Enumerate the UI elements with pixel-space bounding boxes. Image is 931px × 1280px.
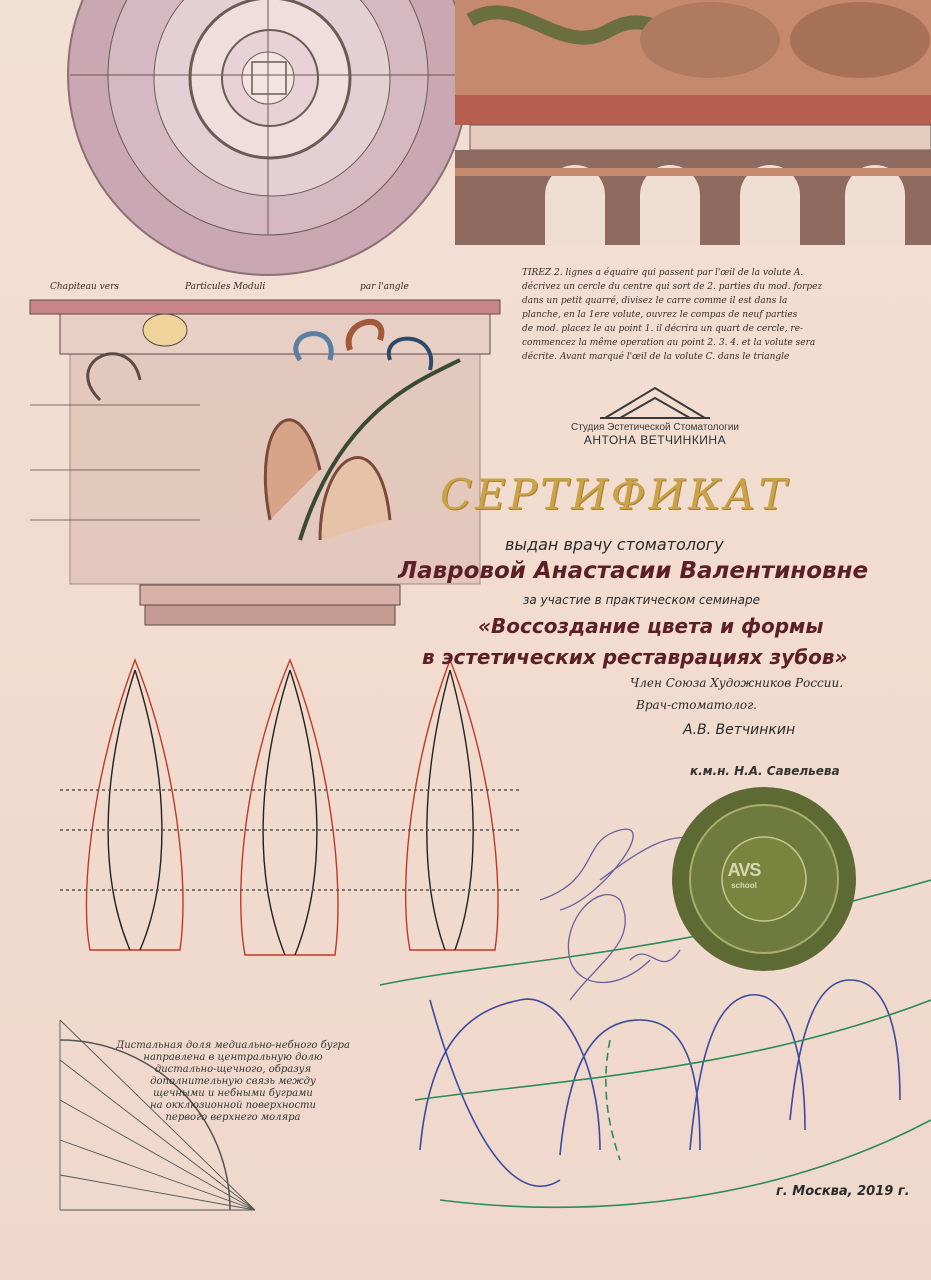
- seminar-title-line1: «Воссоздание цвета и формы: [478, 614, 824, 638]
- capital-drawing: [29, 299, 501, 626]
- capital-header-middle: Particules Moduli: [185, 282, 266, 292]
- engraving-line: planche, en la 1ere volute, ouvrez le co…: [522, 310, 798, 320]
- seminar-title-line2: в эстетических реставрациях зубов»: [422, 645, 848, 669]
- cornice-drawing: [455, 0, 931, 245]
- fan-drawing: [59, 1019, 256, 1211]
- engraving-text-block: TIREZ 2. lignes a équaire qui passent pa…: [522, 266, 894, 364]
- tooth-projection-drawings: [60, 658, 520, 956]
- certificate-title: СЕРТИФИКАТ: [440, 470, 790, 519]
- studio-logo: Студия Эстетической Стоматологии АНТОНА …: [560, 386, 750, 447]
- signer-primary: А.В. Ветчинкин: [683, 722, 796, 738]
- engraving-line: de mod. placez le au point 1. il décrira…: [522, 324, 804, 334]
- capital-header-right: par l'angle: [360, 282, 409, 292]
- capital-header-left: Chapiteau vers: [50, 282, 119, 292]
- engraving-line: dans un petit quarré, divisez le carre c…: [522, 296, 788, 306]
- tooth-caption: Дистальная доля медиально-небного бугра …: [116, 1040, 350, 1123]
- volute-spiral-drawing: [67, 0, 469, 276]
- member-line: Член Союза Художников России.: [630, 676, 844, 690]
- engraving-line: décrivez un cercle du centre qui sort de…: [522, 282, 823, 292]
- studio-logo-mark: [600, 386, 710, 419]
- signer-secondary: к.м.н. Н.А. Савельева: [690, 764, 840, 778]
- issued-to-line: выдан врачу стоматологу: [505, 535, 724, 554]
- participation-line: за участие в практическом семинаре: [523, 593, 760, 607]
- engraving-line: commencez la même operation au point 2. …: [522, 338, 816, 348]
- seal-brand: AVS school: [727, 860, 762, 890]
- engraving-line: décrite. Avant marqué l'œil de la volute…: [522, 352, 790, 362]
- recipient-name: Лавровой Анастасии Валентиновне: [398, 558, 869, 584]
- city-date: г. Москва, 2019 г.: [776, 1184, 910, 1199]
- engraving-line: TIREZ 2. lignes a équaire qui passent pa…: [522, 268, 804, 278]
- studio-logo-line1: Студия Эстетической Стоматологии: [570, 422, 740, 433]
- role-line: Врач-стоматолог.: [636, 698, 757, 712]
- studio-logo-line2: АНТОНА ВЕТЧИНКИНА: [583, 433, 727, 447]
- gold-seal: [672, 787, 856, 971]
